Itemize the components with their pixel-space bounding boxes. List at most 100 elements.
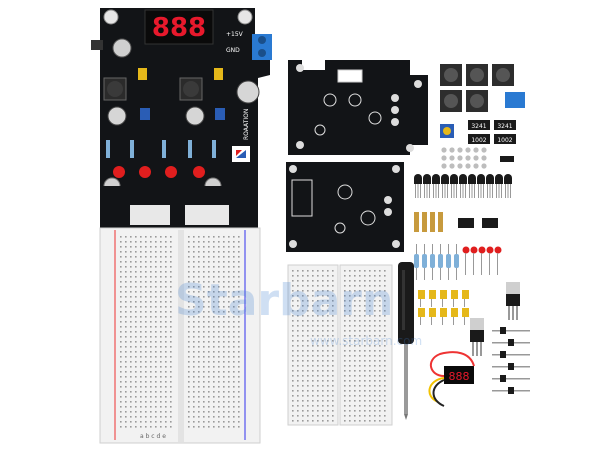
- large-breadboard: a b c d e: [99, 227, 261, 444]
- transistor: [414, 174, 422, 184]
- capacitor: [440, 308, 447, 317]
- board-side-label: ROAATION: [243, 109, 250, 140]
- capacitor: [462, 308, 469, 317]
- power-switch: [91, 40, 103, 50]
- small-breadboard-left: [287, 264, 339, 426]
- transistor: [450, 174, 458, 184]
- screw: [457, 163, 463, 169]
- led: [113, 166, 125, 178]
- resistor: [430, 254, 435, 268]
- main-pcb: 888 +15V GND: [91, 8, 272, 230]
- capacitor: [451, 308, 458, 317]
- transistor-row: [414, 174, 512, 198]
- transistor: [441, 174, 449, 184]
- led: [478, 246, 486, 254]
- screw: [473, 147, 479, 153]
- svg-text:888: 888: [449, 370, 470, 383]
- screw: [441, 155, 447, 161]
- resistor: [422, 254, 427, 268]
- svg-text:3241: 3241: [497, 123, 512, 130]
- svg-text:1002: 1002: [471, 137, 486, 144]
- tantalum-capacitor: [138, 68, 147, 80]
- bare-pcb-bottom: [286, 162, 404, 252]
- header-area: [130, 205, 170, 225]
- transistor: [486, 174, 494, 184]
- led: [470, 246, 478, 254]
- pin-header: [500, 375, 506, 382]
- transistor: [459, 174, 467, 184]
- trimmer-pot: [215, 108, 225, 120]
- mount-hole: [103, 9, 119, 25]
- screw: [449, 147, 455, 153]
- pin-header: [500, 327, 506, 334]
- voltage-label: +15V: [226, 31, 244, 38]
- screw: [465, 163, 471, 169]
- resistor: [446, 254, 451, 268]
- trimmer-pot: [140, 108, 150, 120]
- screw: [481, 163, 487, 169]
- resistor-row: [106, 140, 216, 158]
- transistor: [432, 174, 440, 184]
- resistor: [438, 254, 443, 268]
- resistor: [414, 254, 419, 268]
- capacitor: [429, 290, 436, 299]
- screw: [481, 155, 487, 161]
- capacitor: [440, 290, 447, 299]
- led: [494, 246, 502, 254]
- transistor: [495, 174, 503, 184]
- screwdriver: [398, 262, 414, 420]
- capacitor: [451, 290, 458, 299]
- watermark-brand: Starbarn: [175, 275, 393, 326]
- pin-header: [508, 339, 514, 346]
- voltage-regulators: [470, 282, 520, 356]
- loose-resistors: [414, 244, 459, 280]
- led: [193, 166, 205, 178]
- ground-label: GND: [226, 47, 240, 54]
- pin-header: [500, 351, 506, 358]
- led: [139, 166, 151, 178]
- transistor: [423, 174, 431, 184]
- screw: [457, 155, 463, 161]
- pin-header: [508, 387, 514, 394]
- watermark-subtext: www.starbarn.com: [310, 334, 422, 348]
- led: [486, 246, 494, 254]
- screw: [441, 163, 447, 169]
- small-breadboard-right: [339, 264, 393, 426]
- capacitor: [112, 38, 132, 58]
- electrolytic-capacitor: [236, 80, 260, 104]
- screw: [449, 163, 455, 169]
- screw: [473, 155, 479, 161]
- ic-chip: [482, 218, 498, 228]
- screw: [473, 163, 479, 169]
- yellow-capacitors: [418, 290, 469, 325]
- electrolytic-capacitor: [107, 106, 127, 126]
- pin-headers: [492, 327, 530, 394]
- resistor: [454, 254, 459, 268]
- mount-hole: [237, 9, 253, 25]
- display-reading: 888: [152, 13, 206, 43]
- ic-chip: [500, 156, 514, 162]
- led: [165, 166, 177, 178]
- screw: [441, 147, 447, 153]
- svg-text:1002: 1002: [497, 137, 512, 144]
- transistor: [468, 174, 476, 184]
- blue-terminal-block: [252, 34, 272, 60]
- capacitor: [462, 290, 469, 299]
- bare-pcb-top: [288, 60, 428, 155]
- brass-standoffs: [414, 212, 443, 232]
- svg-text:3241: 3241: [471, 123, 486, 130]
- seven-segment-display: [144, 9, 214, 45]
- led: [462, 246, 470, 254]
- electrolytic-capacitor: [185, 106, 205, 126]
- header-area: [185, 205, 229, 225]
- screw: [465, 147, 471, 153]
- ic-chip: [458, 218, 474, 228]
- loose-leds: [462, 246, 502, 275]
- inductor-set: [440, 64, 514, 112]
- column-letters: a b c d e: [140, 433, 166, 440]
- screw: [465, 155, 471, 161]
- transistor: [504, 174, 512, 184]
- screw: [457, 147, 463, 153]
- blue-terminal-block: [505, 92, 525, 108]
